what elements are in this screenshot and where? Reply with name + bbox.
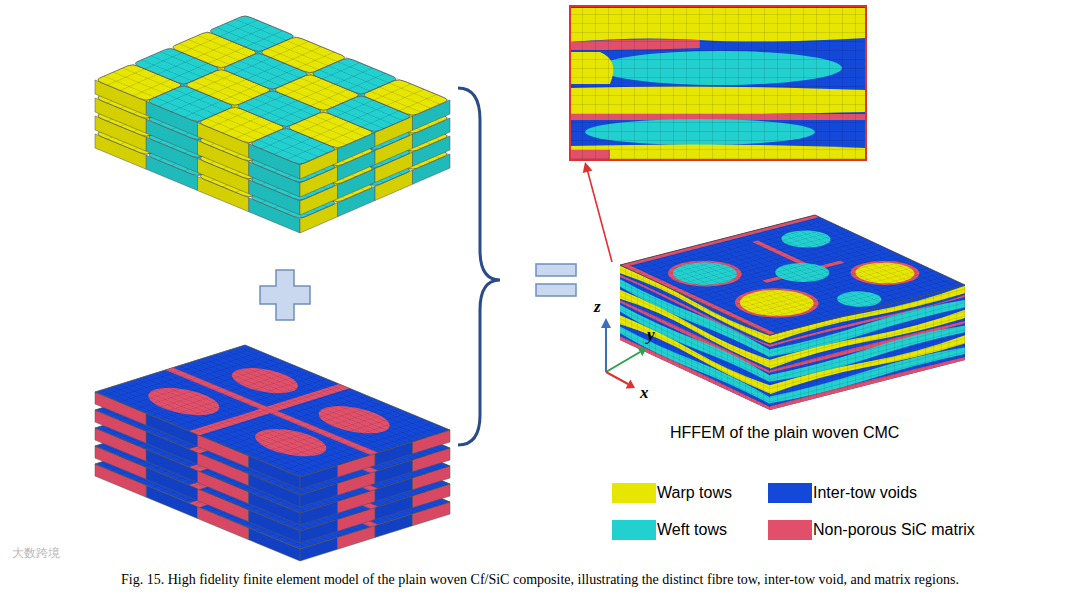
legend-text: Weft tows [657, 520, 727, 540]
illustration-shape [570, 6, 866, 160]
model-title: HFFEM of the plain woven CMC [670, 423, 899, 443]
axis-label: y [647, 326, 655, 343]
zoom-leader-arrow [583, 162, 612, 262]
legend-text: Warp tows [657, 483, 732, 503]
equals-sign [536, 264, 576, 296]
illustration-shape [95, 345, 450, 489]
illustration-shape [583, 162, 593, 173]
illustration-shape [620, 215, 965, 335]
illustration-shape [606, 352, 640, 372]
legend-swatch [612, 520, 656, 540]
illustration-shape [605, 328, 607, 372]
illustration-shape [536, 284, 576, 296]
axis-label: x [640, 384, 649, 401]
legend-text: Inter-tow voids [813, 483, 917, 503]
illustration-shape [536, 264, 576, 276]
illustration-shape [588, 171, 612, 262]
watermark: 大数跨境 [12, 546, 60, 560]
illustration-shape [638, 348, 647, 357]
illustration-shape [570, 6, 866, 160]
legend-text: Non-porous SiC matrix [813, 520, 975, 540]
hffem-model [620, 215, 965, 410]
illustration-shape [620, 215, 965, 335]
figure-caption: Fig. 15. High fidelity finite element mo… [121, 571, 959, 589]
illustration-shape [570, 6, 866, 160]
illustration-shape [601, 318, 611, 328]
illustration-shape [606, 372, 628, 384]
illustration-shape [620, 215, 965, 335]
illustration-shape [620, 215, 965, 335]
illustration-shape [626, 380, 635, 389]
zoomed-section [570, 6, 866, 160]
matrix-void-stack [95, 345, 450, 561]
woven-tow-stack [95, 15, 450, 233]
axis-triad [601, 318, 646, 388]
plus-sign [260, 270, 310, 320]
legend-swatch [768, 520, 812, 540]
legend-swatch [768, 483, 812, 503]
illustration-shape [95, 15, 450, 179]
legend-swatch [612, 483, 656, 503]
axis-label: z [594, 298, 601, 315]
curly-brace [458, 88, 500, 445]
illustration-shape [620, 215, 965, 335]
